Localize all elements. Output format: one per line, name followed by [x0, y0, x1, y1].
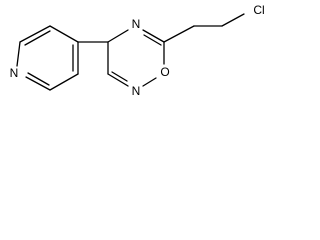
chloroethyl-chain: Cl	[163, 3, 265, 43]
bond-n2-c3	[107, 73, 129, 87]
bond-c5-ch2	[163, 25, 195, 43]
bond-n1-c2	[16, 41, 21, 67]
bond-c5-c6	[49, 73, 79, 91]
bond-c6-n1	[25, 76, 51, 91]
pyridine-nitrogen-label: N	[10, 66, 19, 80]
pyridine-ring: N	[10, 25, 79, 91]
bond-c2-c3-inner	[24, 30, 51, 46]
bond-ch2-cl	[221, 13, 245, 27]
bond-n2-c3-inner	[111, 71, 128, 82]
bond-n4-c5	[142, 29, 165, 43]
oxadiazole-n2-label: N	[132, 84, 141, 98]
oxadiazole-n4-label: N	[132, 17, 141, 31]
oxadiazole-ring: N O N	[107, 17, 170, 98]
bond-c2-c3	[19, 25, 51, 43]
bond-n4-c5-inner	[143, 34, 162, 46]
bond-c3-n4	[107, 29, 129, 43]
chemical-structure-diagram: N N O N Cl	[10, 3, 265, 98]
oxadiazole-o1-label: O	[160, 65, 169, 79]
chlorine-label: Cl	[253, 3, 264, 17]
bond-o1-n2	[142, 77, 157, 87]
bond-c3-c4	[49, 25, 79, 43]
bond-c6-n1-inner	[27, 72, 50, 86]
